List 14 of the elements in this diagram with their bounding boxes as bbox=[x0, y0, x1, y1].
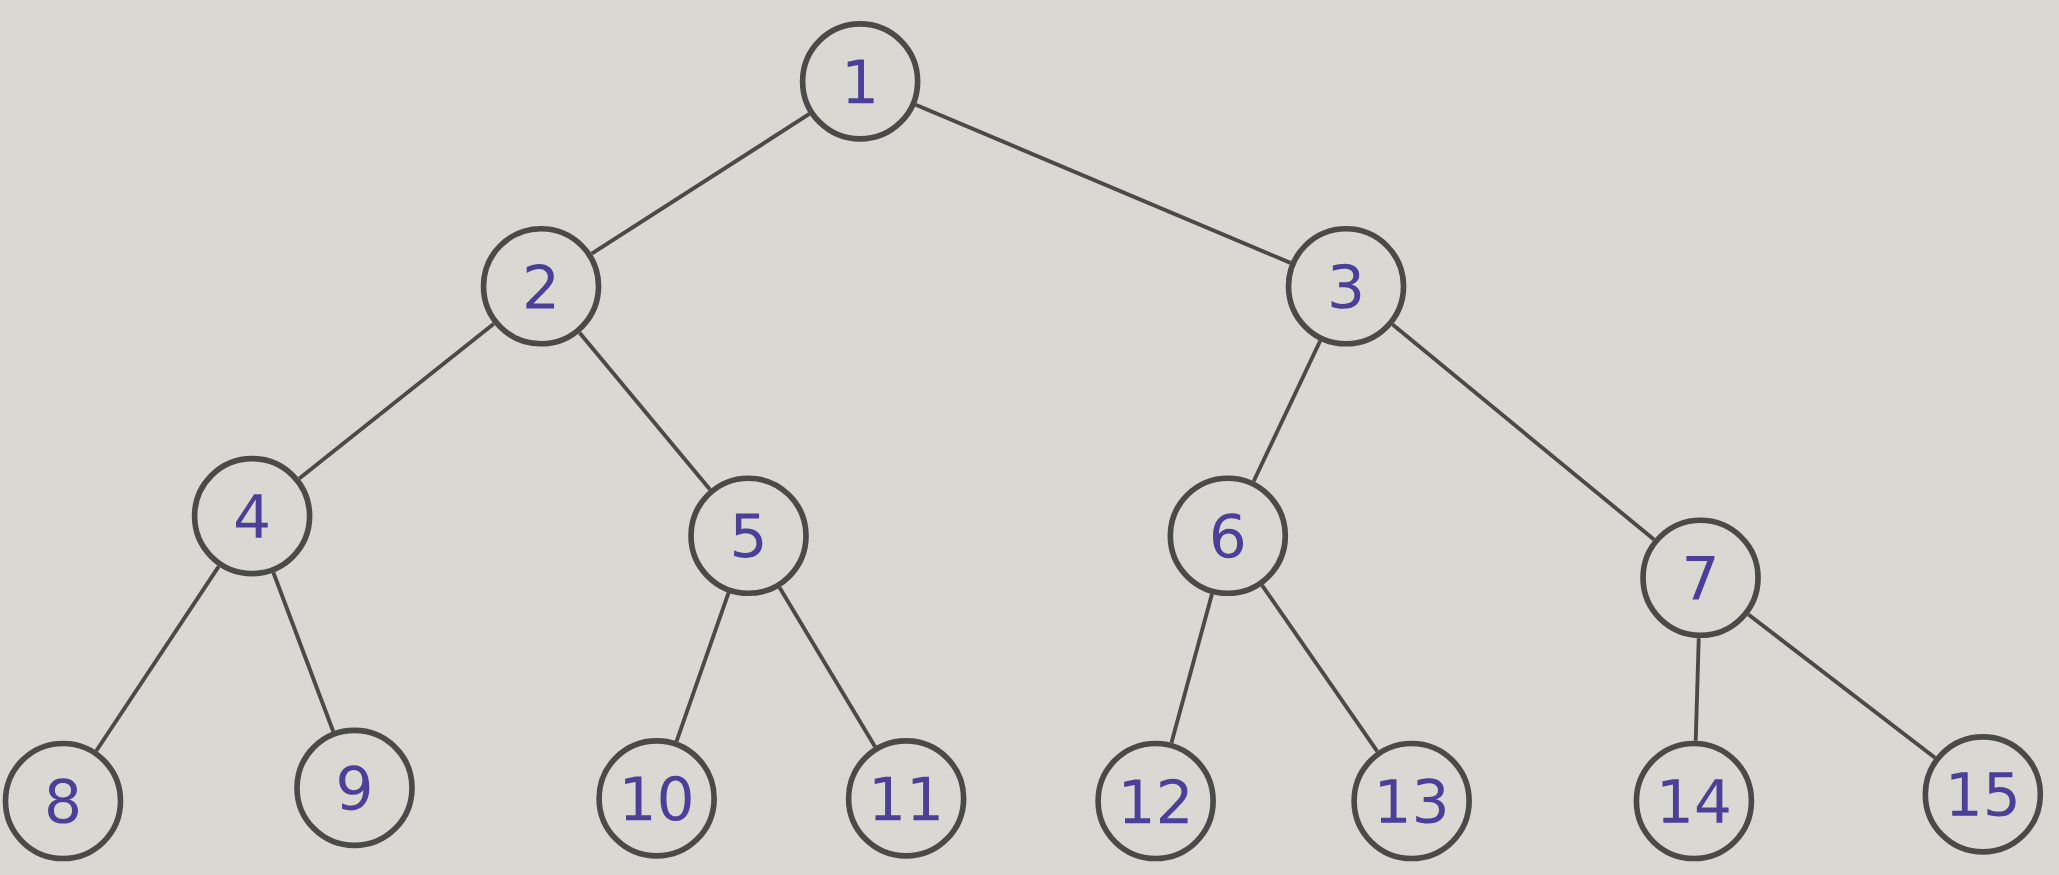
tree-edge bbox=[674, 592, 731, 743]
tree-edge bbox=[271, 571, 336, 733]
tree-edge bbox=[777, 586, 877, 748]
tree-edge bbox=[298, 322, 495, 481]
tree-edge bbox=[1169, 593, 1214, 744]
tree-edge bbox=[1693, 638, 1701, 741]
tree-edge bbox=[914, 103, 1292, 265]
tree-edge bbox=[94, 565, 221, 752]
tree-edge bbox=[1747, 612, 1937, 760]
tree-edge bbox=[1251, 339, 1322, 483]
tree-edge bbox=[590, 112, 811, 256]
tree-edge bbox=[578, 331, 712, 491]
tree-edge bbox=[1260, 584, 1379, 753]
tree-edge bbox=[1391, 323, 1656, 541]
